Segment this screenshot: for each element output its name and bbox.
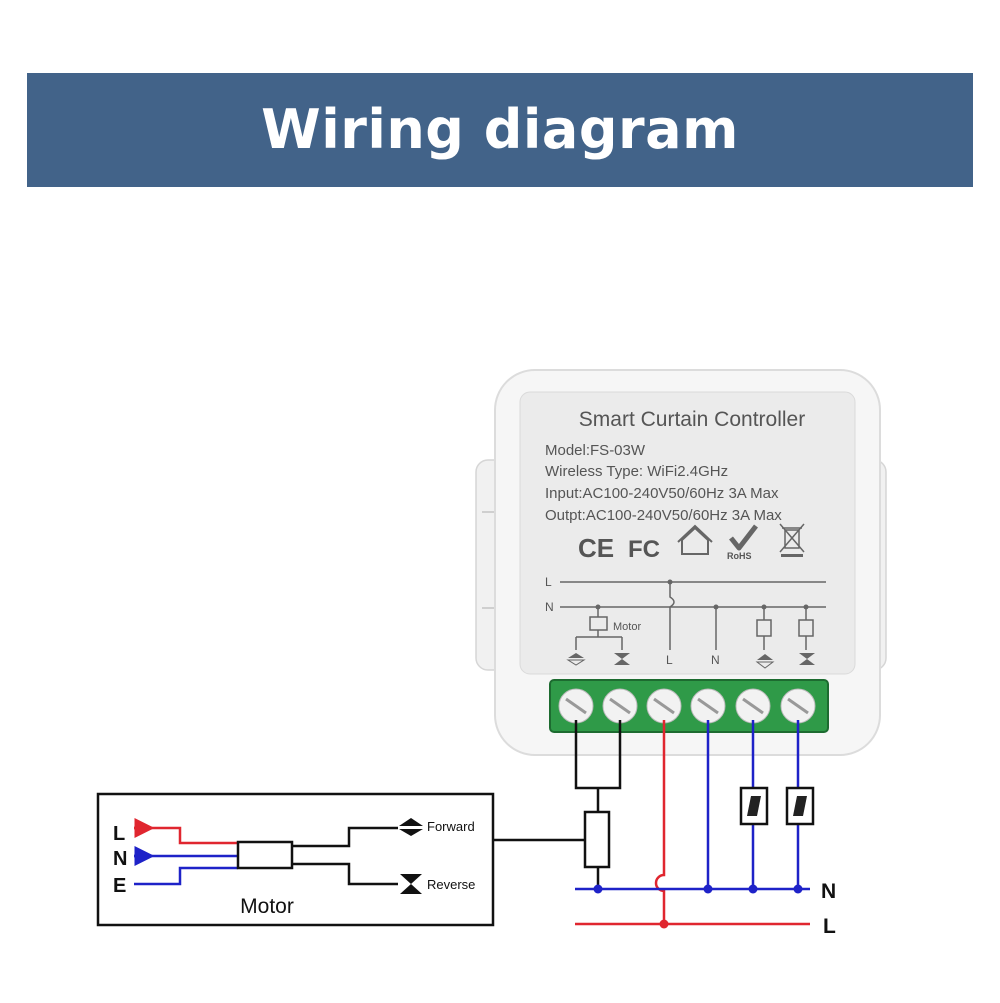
forward-symbol-icon [566, 653, 775, 669]
motor-live-wire [134, 826, 238, 845]
mains-n-label: N [821, 880, 836, 903]
forward-icon [399, 818, 423, 836]
device-name: Smart Curtain Controller [579, 408, 805, 431]
device-input: Input:AC100-240V50/60Hz 3A Max [545, 485, 779, 502]
rail-l-label: L [545, 575, 552, 589]
device-wireless: Wireless Type: WiFi2.4GHz [545, 463, 728, 480]
motor-label: Motor [240, 895, 294, 918]
svg-text:RoHS: RoHS [727, 551, 752, 561]
reverse-label: Reverse [427, 877, 475, 892]
home-icon [677, 524, 713, 555]
device-model: Model:FS-03W [545, 442, 646, 459]
device-output: Outpt:AC100-240V50/60Hz 3A Max [545, 507, 782, 524]
motor-input-l-label: L [113, 823, 125, 845]
neutral-junctions [593, 884, 803, 894]
page-title: Wiring diagram [261, 98, 739, 161]
terminal-n-label: N [711, 653, 720, 667]
reverse-icon [400, 874, 422, 894]
smart-controller-device: Smart Curtain Controller Model:FS-03W Wi… [475, 369, 887, 756]
motor-box: L N E Forward Reverse Motor [96, 792, 495, 927]
switch-reverse [785, 786, 815, 826]
forward-label: Forward [427, 819, 475, 834]
terminal-l-label: L [666, 653, 673, 667]
live-junction [659, 919, 669, 929]
ce-mark-icon: CE [578, 533, 614, 563]
weee-bin-icon [779, 523, 805, 557]
rail-n-label: N [545, 600, 554, 614]
terminal-screws [558, 688, 816, 724]
reverse-symbol-icon [614, 653, 815, 665]
motor-symbol [236, 840, 294, 870]
title-banner: Wiring diagram [27, 73, 973, 187]
motor-input-e-label: E [113, 875, 126, 897]
motor-earth-wire [134, 866, 238, 886]
switch-forward [739, 786, 769, 826]
motor-resistor [583, 810, 611, 869]
motor-input-n-label: N [113, 848, 127, 870]
live-wire [654, 720, 666, 924]
rohs-check-icon: RoHS [727, 524, 758, 561]
schematic-motor-label: Motor [613, 621, 641, 633]
mains-l-label: L [823, 915, 836, 938]
fcc-mark-icon: FC [628, 536, 660, 563]
